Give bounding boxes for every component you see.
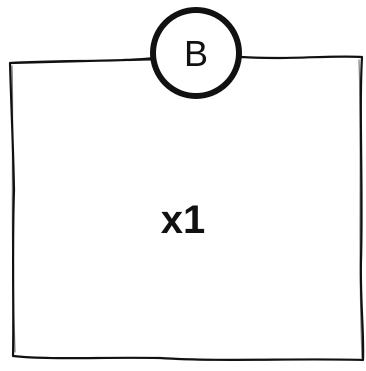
sketch-card-outline	[8, 55, 365, 362]
badge-letter: B	[183, 33, 208, 74]
quantity-label: x1	[160, 198, 206, 242]
badge-circle	[150, 7, 242, 99]
sketch-card-outline-shadow	[11, 59, 363, 359]
